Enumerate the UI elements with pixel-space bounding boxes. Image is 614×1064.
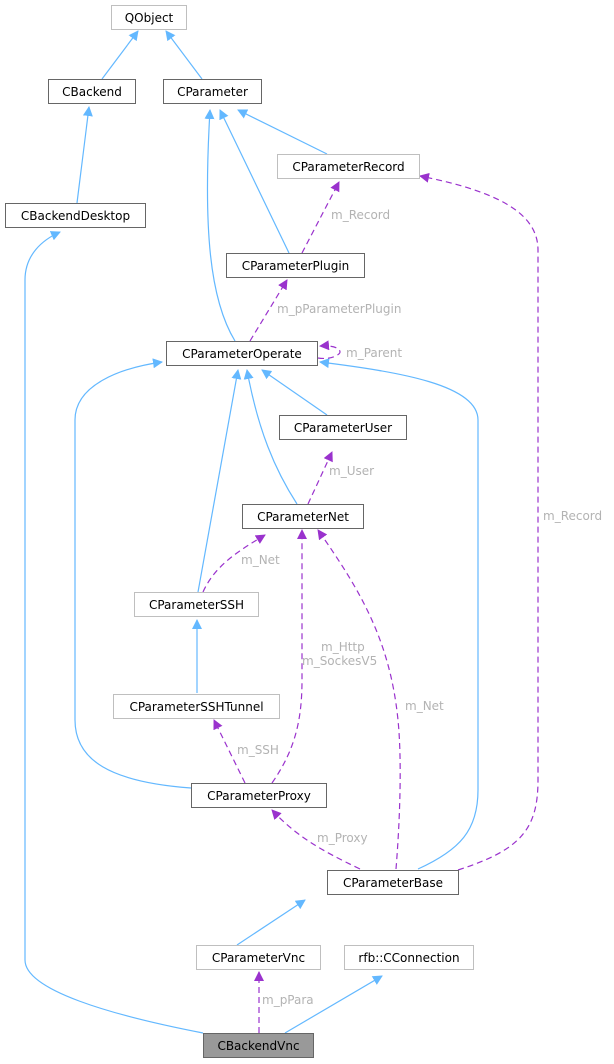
node-rfb-cconnection[interactable]: rfb::CConnection bbox=[344, 945, 474, 970]
edge-label-m-user: m_User bbox=[329, 464, 375, 478]
node-label: CParameterVnc bbox=[211, 950, 306, 965]
node-cparameterproxy[interactable]: CParameterProxy bbox=[191, 783, 327, 808]
edge-label-m-net: m_Net bbox=[241, 553, 280, 567]
edge-m-parent bbox=[317, 340, 341, 360]
node-label: CBackendDesktop bbox=[20, 208, 131, 223]
node-cparameter[interactable]: CParameter bbox=[163, 79, 262, 104]
edge-cbackendvnc-cbackenddesktop bbox=[24, 231, 204, 1034]
edge-cparameternet-cparameteroperate bbox=[243, 369, 298, 505]
node-label: rfb::CConnection bbox=[358, 950, 460, 965]
node-cparameteroperate[interactable]: CParameterOperate bbox=[166, 341, 318, 366]
node-label: QObject bbox=[124, 10, 174, 25]
edge-cparametervnc-cparameterbase bbox=[236, 899, 306, 946]
node-cparameternet[interactable]: CParameterNet bbox=[242, 504, 364, 529]
node-label: CParameterOperate bbox=[182, 346, 302, 361]
edge-m-record-base bbox=[419, 172, 539, 871]
edge-cparameteroperate-cparameter bbox=[204, 109, 236, 342]
node-label: CBackend bbox=[62, 84, 122, 99]
node-cparametersshtunnel[interactable]: CParameterSSHTunnel bbox=[113, 694, 280, 719]
edge-m-net-ssh bbox=[202, 534, 266, 593]
edge-m-pparameterplugin bbox=[249, 279, 288, 342]
node-label: CParameterSSHTunnel bbox=[129, 699, 264, 714]
node-label: CParameterRecord bbox=[292, 159, 405, 174]
edge-m-ssh bbox=[213, 719, 246, 784]
edge-label-m-record: m_Record bbox=[331, 208, 391, 222]
edge-m-user bbox=[307, 451, 333, 505]
edge-cparameter-qobject bbox=[165, 30, 203, 80]
node-cparameterplugin[interactable]: CParameterPlugin bbox=[226, 253, 365, 278]
node-cparameterrecord[interactable]: CParameterRecord bbox=[277, 154, 420, 179]
edge-label-m-net-base: m_Net bbox=[405, 699, 444, 713]
edge-label-m-ppara: m_pPara bbox=[262, 993, 314, 1007]
node-label: CParameterBase bbox=[342, 875, 444, 890]
edge-label-m-ssh: m_SSH bbox=[237, 743, 279, 757]
node-label: CParameter bbox=[177, 84, 248, 99]
edge-cbackenddesktop-cbackend bbox=[76, 106, 93, 204]
node-label: CParameterProxy bbox=[207, 788, 311, 803]
edge-label-m-parent: m_Parent bbox=[346, 346, 403, 360]
edge-m-record-plugin bbox=[301, 181, 340, 254]
node-cparametervnc[interactable]: CParameterVnc bbox=[196, 945, 321, 970]
edge-label-m-proxy: m_Proxy bbox=[317, 831, 368, 845]
edge-cparameteruser-cparameteroperate bbox=[261, 369, 328, 416]
node-cparameterbase[interactable]: CParameterBase bbox=[327, 870, 459, 895]
edge-label-m-sockesv5: m_SockesV5 bbox=[302, 654, 378, 668]
node-label: CParameterUser bbox=[293, 420, 393, 435]
edge-m-net-base bbox=[317, 529, 401, 870]
edge-cbackend-qobject bbox=[101, 30, 139, 80]
node-qobject[interactable]: QObject bbox=[111, 5, 187, 30]
edge-label-m-record-base: m_Record bbox=[543, 509, 603, 523]
node-cbackenddesktop[interactable]: CBackendDesktop bbox=[5, 203, 146, 228]
edge-cparameterssh-cparameteroperate bbox=[197, 369, 242, 593]
node-label: CParameterNet bbox=[257, 509, 349, 524]
edge-cbackendvnc-rfbcconnection bbox=[284, 975, 383, 1034]
node-cbackendvnc[interactable]: CBackendVnc bbox=[203, 1033, 314, 1058]
edge-cparameterrecord-cparameter bbox=[237, 109, 328, 155]
edge-cparameterbase-cparameteroperate bbox=[319, 358, 479, 870]
node-cbackend[interactable]: CBackend bbox=[48, 79, 136, 104]
edge-cparameterproxy-cparameteroperate bbox=[74, 358, 192, 789]
edge-m-http-sockesv5 bbox=[271, 529, 307, 784]
node-cparameterssh[interactable]: CParameterSSH bbox=[134, 592, 259, 617]
node-label: CParameterPlugin bbox=[241, 258, 350, 273]
node-label: CBackendVnc bbox=[217, 1038, 300, 1053]
edge-label-m-http: m_Http bbox=[321, 640, 365, 654]
node-label: CParameterSSH bbox=[148, 597, 245, 612]
edge-label-m-pparameterplugin: m_pParameterPlugin bbox=[277, 302, 402, 316]
edge-m-proxy bbox=[271, 809, 361, 870]
edge-cparameterplugin-cparameter bbox=[219, 109, 290, 254]
node-cparameteruser[interactable]: CParameterUser bbox=[279, 415, 407, 440]
